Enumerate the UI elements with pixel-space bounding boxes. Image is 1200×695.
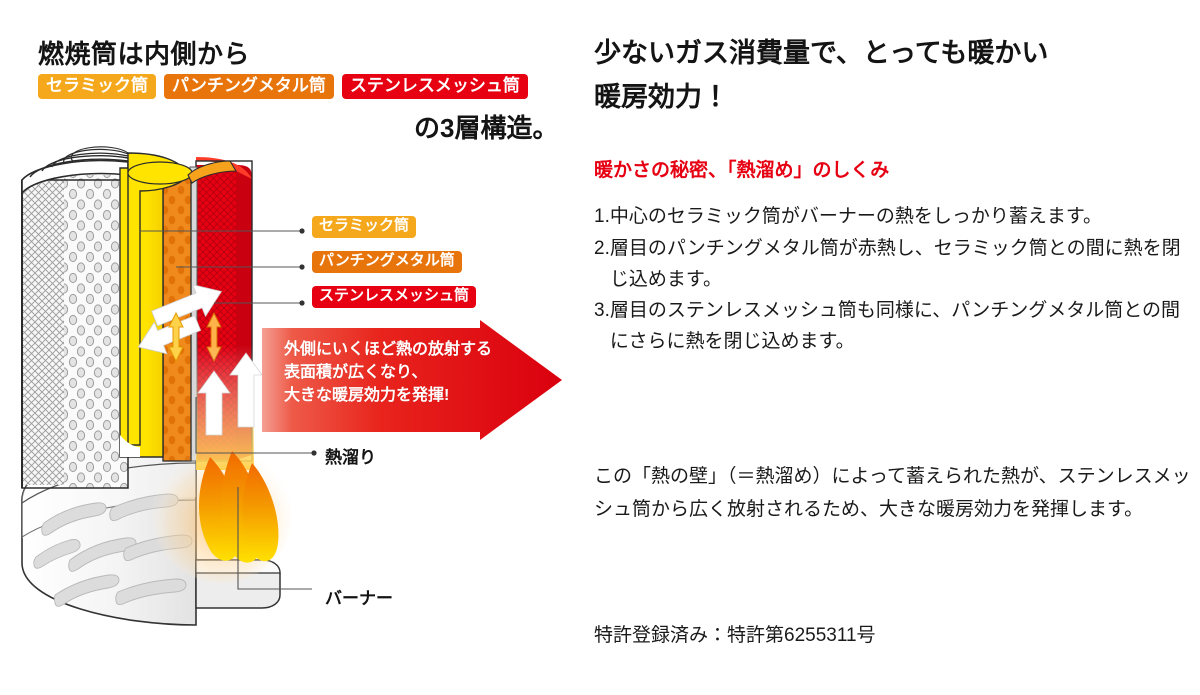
section-subtitle: 暖かさの秘密、「熱溜め」のしくみ — [594, 160, 890, 181]
step-text: 層目のステンレスメッシュ筒も同様に、パンチングメタル筒との間にさらに熱を閉じ込め… — [609, 300, 1181, 353]
badge-punching-metal: パンチングメタル筒 — [164, 74, 334, 99]
cylinder-outer-grey — [21, 146, 129, 489]
summary-paragraph: この「熱の壁」（＝熱溜め）によって蓄えられた熱が、ステンレスメッシュ筒から広く放… — [594, 466, 1191, 521]
patent-notice: 特許登録済み：特許第6255311号 — [594, 625, 876, 646]
callout-stainless-mesh: ステンレスメッシュ筒 — [312, 286, 477, 308]
layer-badge-row: セラミック筒 パンチングメタル筒 ステンレスメッシュ筒 — [38, 74, 528, 99]
headline-line-2: 暖房効力！ — [594, 81, 729, 112]
label-burner: バーナー — [325, 589, 393, 608]
step-number: 2. — [594, 237, 610, 259]
badge-stainless-mesh: ステンレスメッシュ筒 — [341, 74, 528, 99]
steps-list: 1. 中心のセラミック筒がバーナーの熱をしっかり蓄えます。 2. 層目のパンチン… — [594, 202, 1194, 359]
subtitle-three-layer: の3層構造。 — [414, 113, 559, 143]
step-text: 層目のパンチングメタル筒が赤熱し、セラミック筒との間に熱を閉じ込めます。 — [609, 237, 1181, 290]
callout-leader-lines — [140, 230, 312, 590]
headline-line-1: 少ないガス消費量で、とっても暖かい — [594, 38, 1049, 68]
step-number: 3. — [594, 300, 610, 322]
callout-punching-metal: パンチングメタル筒 — [312, 251, 462, 273]
callout-ceramic: セラミック筒 — [312, 216, 417, 238]
label-heat-pool: 熱溜り — [325, 448, 376, 467]
banner-line-2: 表面積が広くなり、 — [284, 364, 428, 382]
list-item: 3. 層目のステンレスメッシュ筒も同様に、パンチングメタル筒との間にさらに熱を閉… — [594, 296, 1194, 358]
combustion-cylinder-illustration — [0, 105, 580, 665]
callout-leader-dots — [299, 228, 317, 456]
step-text: 中心のセラミック筒がバーナーの熱をしっかり蓄えます。 — [609, 206, 1102, 227]
rising-heat-arrows — [197, 352, 263, 436]
step-number: 1. — [594, 206, 610, 227]
list-item: 1. 中心のセラミック筒がバーナーの熱をしっかり蓄えます。 — [594, 202, 1194, 233]
explanation-panel: 少ないガス消費量で、とっても暖かい 暖房効力！ 暖かさの秘密、「熱溜め」のしくみ… — [594, 0, 1200, 695]
banner-line-1: 外側にいくほど熱の放射する — [284, 341, 493, 358]
headline: 少ないガス消費量で、とっても暖かい 暖房効力！ — [594, 32, 1194, 119]
red-arrow-banner: 外側にいくほど熱の放射する 表面積が広くなり、 大きな暖房効力を発揮! — [262, 320, 562, 440]
badge-ceramic: セラミック筒 — [38, 74, 156, 99]
heat-radiation-arrows — [137, 284, 223, 355]
page-title: 燃焼筒は内側から — [38, 39, 251, 69]
banner-line-3: 大きな暖房効力を発揮! — [284, 387, 450, 405]
diagram-panel: 燃焼筒は内側から セラミック筒 パンチングメタル筒 ステンレスメッシュ筒 の3層… — [0, 0, 580, 695]
list-item: 2. 層目のパンチングメタル筒が赤熱し、セラミック筒との間に熱を閉じ込めます。 — [594, 234, 1194, 296]
red-arrow-banner-text: 外側にいくほど熱の放射する 表面積が広くなり、 大きな暖房効力を発揮! — [284, 338, 492, 408]
